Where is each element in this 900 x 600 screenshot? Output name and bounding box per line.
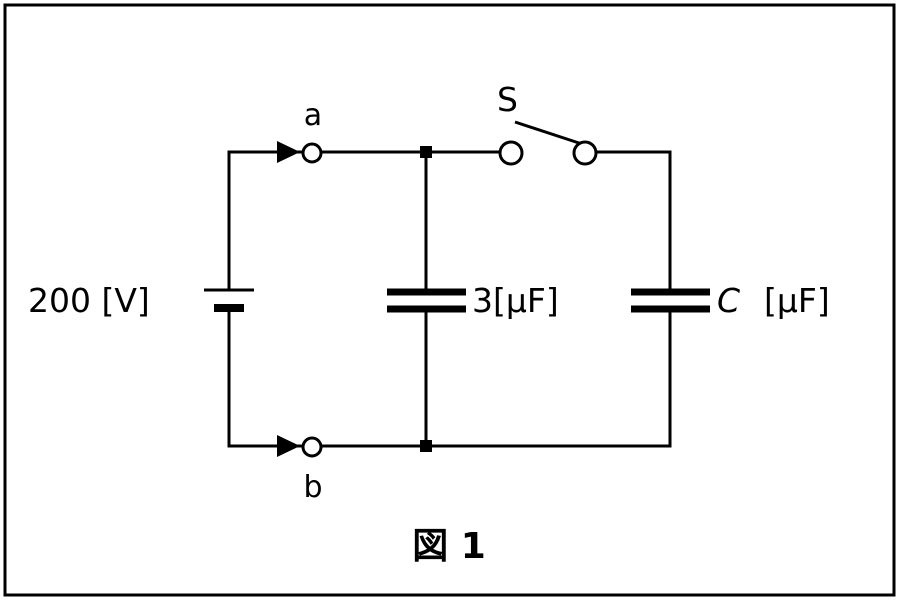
wires: [227, 150, 672, 448]
switch-label: S: [497, 80, 518, 119]
capacitor-2-symbol: C: [717, 281, 740, 320]
arrow-to-a-icon: [277, 141, 300, 163]
arrow-to-b-icon: [277, 435, 300, 457]
figure-caption: 図 1: [412, 526, 486, 567]
source-voltage-label: 200 [V]: [28, 281, 150, 320]
battery-icon: [204, 288, 254, 312]
capacitor-2-icon: [631, 288, 710, 313]
switch-contact-left: [498, 140, 524, 166]
capacitor-1-icon: [387, 288, 466, 313]
switch-contact-right: [572, 140, 598, 166]
junction-bottom: [420, 440, 432, 452]
switch-lever: [514, 120, 583, 146]
switch-icon: [498, 120, 598, 166]
terminal-a: [301, 142, 323, 164]
terminal-b-label: b: [303, 470, 322, 505]
junction-top: [420, 146, 432, 158]
terminal-a-label: a: [304, 98, 322, 133]
capacitor-2-unit: [μF]: [764, 281, 830, 320]
capacitor-1-label: 3[μF]: [472, 281, 559, 320]
terminal-b: [301, 436, 323, 458]
figure-frame: [3, 3, 896, 597]
